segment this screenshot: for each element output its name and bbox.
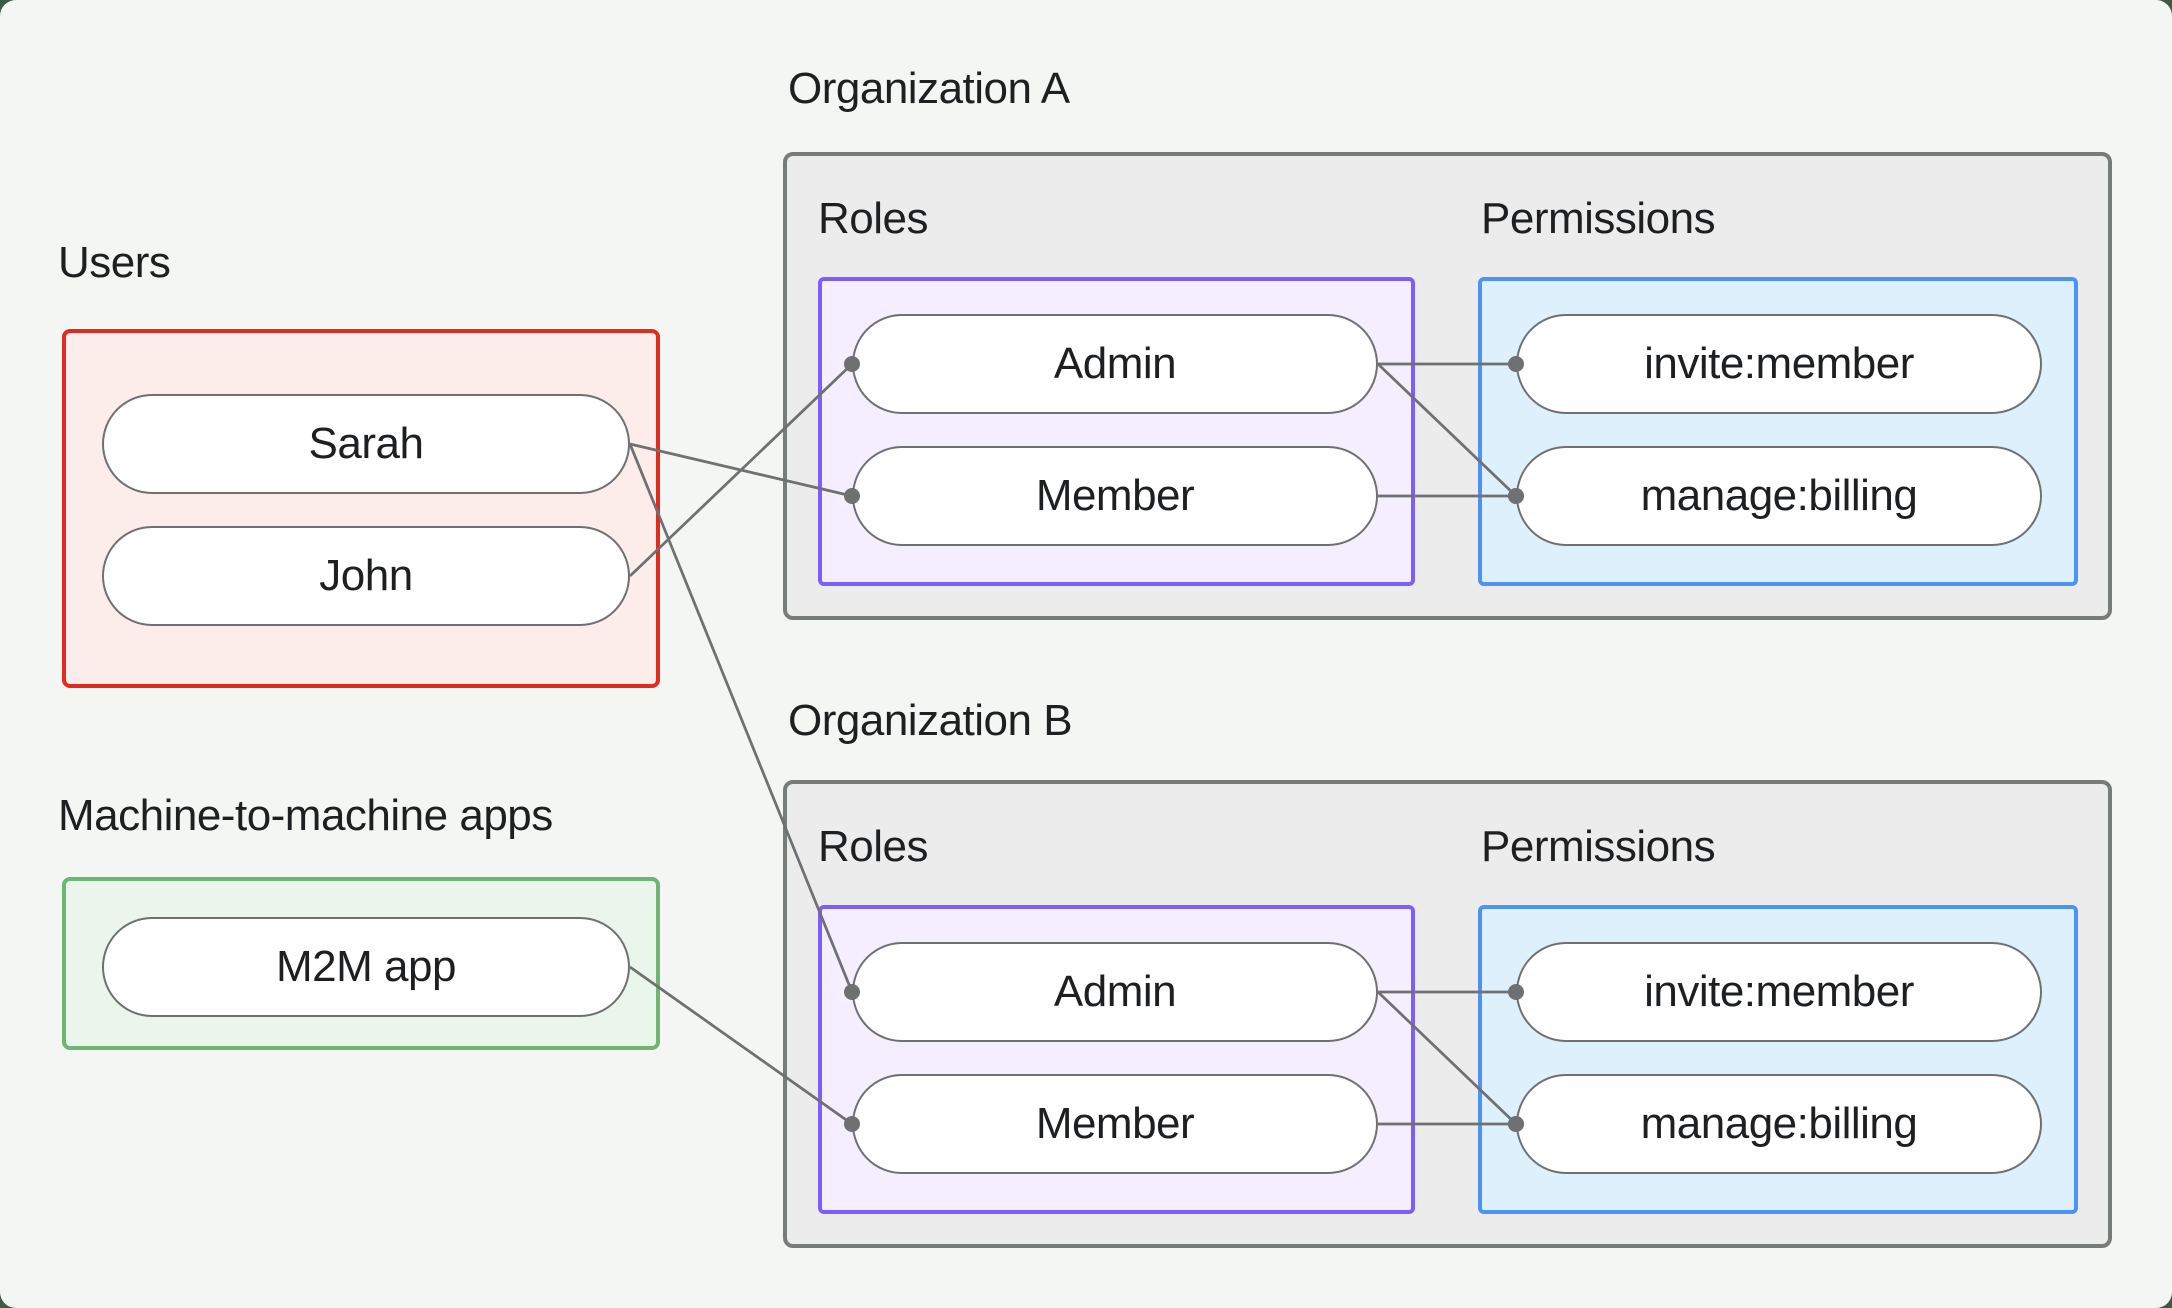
org-b-label: Organization B [788,696,1073,745]
org-a-permissions-label: Permissions [1481,194,1716,243]
pill-orgb-member: Member [852,1074,1378,1174]
org-b-permissions-label: Permissions [1481,822,1716,871]
pill-orgb-invite-member: invite:member [1516,942,2042,1042]
pill-m2m-app: M2M app [102,917,630,1017]
pill-users-john: John [102,526,630,626]
org-a-permissions-box: invite:member manage:billing [1478,277,2078,586]
users-group-box: Sarah John [62,329,660,688]
pill-orga-member: Member [852,446,1378,546]
pill-orgb-manage-billing: manage:billing [1516,1074,2042,1174]
org-b-roles-label: Roles [818,822,929,871]
m2m-group-box: M2M app [62,877,660,1050]
users-group-label: Users [58,238,171,287]
pill-users-sarah: Sarah [102,394,630,494]
org-b-permissions-box: invite:member manage:billing [1478,905,2078,1214]
org-a-roles-label: Roles [818,194,929,243]
org-a-box: Roles Permissions Admin Member invite:me… [783,152,2112,620]
org-b-roles-box: Admin Member [818,905,1415,1214]
pill-orga-admin: Admin [852,314,1378,414]
m2m-group-label: Machine-to-machine apps [58,791,553,840]
pill-orgb-admin: Admin [852,942,1378,1042]
org-b-box: Roles Permissions Admin Member invite:me… [783,780,2112,1248]
pill-orga-manage-billing: manage:billing [1516,446,2042,546]
org-a-roles-box: Admin Member [818,277,1415,586]
org-a-label: Organization A [788,64,1070,113]
pill-orga-invite-member: invite:member [1516,314,2042,414]
